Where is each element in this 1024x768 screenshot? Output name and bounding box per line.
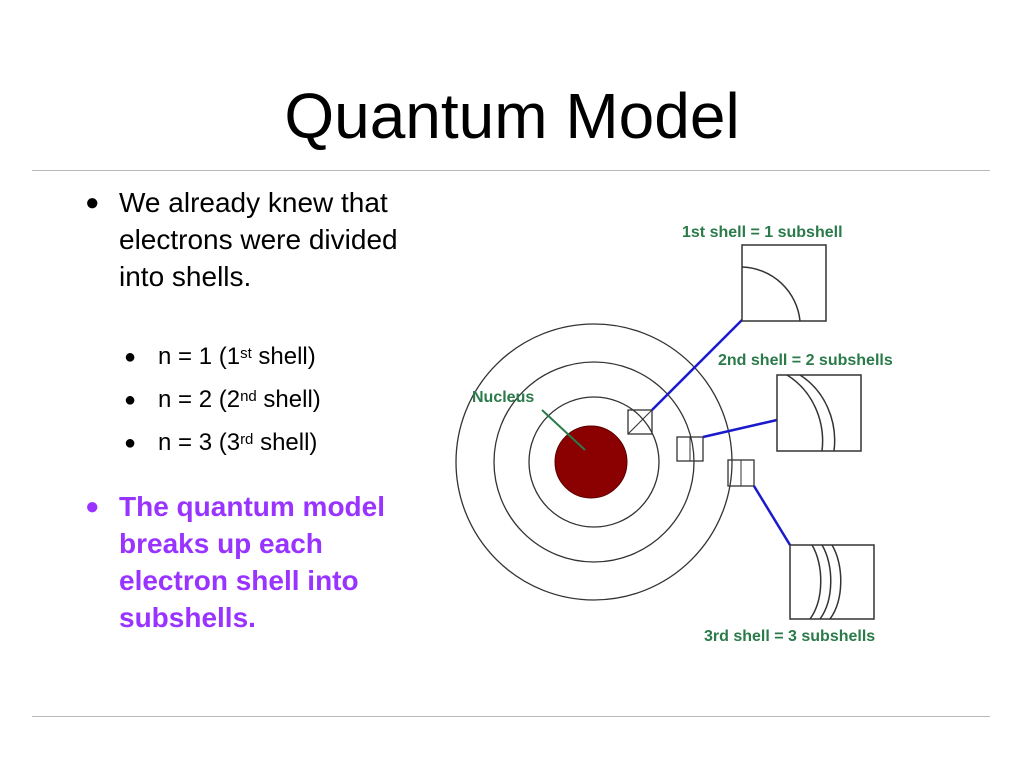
sub-bullet-text: shell): [251, 343, 316, 370]
bullet-dot-icon: ●: [85, 189, 100, 216]
bullet-text: The quantum model breaks up each electro…: [119, 491, 385, 633]
sub-bullet-superscript: st: [240, 345, 252, 362]
shell-1-sample-box: [627, 409, 653, 435]
connector-shell-2: [702, 418, 778, 439]
footer-divider: [32, 716, 990, 717]
shell-2-label: 2nd shell = 2 subshells: [718, 352, 893, 369]
bullet-dot-icon: ●: [124, 432, 137, 454]
sub-bullet-text: n = 3 (3: [158, 429, 241, 456]
bullet-text: We already knew that electrons were divi…: [119, 187, 398, 292]
sub-bullet-text: shell): [256, 386, 321, 413]
nucleus: [554, 425, 628, 499]
bullet-subshells: ● The quantum model breaks up each elect…: [85, 488, 389, 636]
bullet-shells: ● We already knew that electrons were di…: [85, 184, 399, 295]
nucleus-label: Nucleus: [472, 389, 534, 406]
shell-3-ring: [455, 323, 733, 601]
connector-shell-3: [752, 485, 792, 546]
title-divider: [32, 170, 990, 171]
bullet-dot-icon: ●: [124, 389, 137, 411]
shell-3-label: 3rd shell = 3 subshells: [704, 628, 875, 645]
shell-1-ring: [528, 396, 660, 528]
page-title: Quantum Model: [284, 80, 740, 152]
sub-bullet-n1: ● n = 1 (1st shell): [124, 342, 316, 372]
shell-1-zoom-box: [741, 244, 827, 322]
shell-1-label: 1st shell = 1 subshell: [682, 224, 843, 241]
nucleus-pointer: [541, 409, 586, 451]
sub-bullet-text: shell): [253, 429, 318, 456]
bullet-dot-icon: ●: [124, 346, 137, 368]
sub-bullet-n2: ● n = 2 (2nd shell): [124, 385, 321, 415]
bullet-dot-icon: ●: [85, 493, 100, 520]
shell-1-sample-arc: [627, 409, 653, 435]
shell-2-zoom-box: [776, 374, 862, 452]
atom-shell-diagram: Nucleus 1st shell = 1 subshell: [455, 224, 893, 645]
sub-bullet-superscript: rd: [240, 431, 254, 448]
sub-bullet-text: n = 1 (1: [158, 343, 241, 370]
sub-bullet-n3: ● n = 3 (3rd shell): [124, 428, 318, 458]
connector-shell-1: [651, 319, 743, 411]
shell-2-ring: [493, 361, 695, 563]
sub-bullet-superscript: nd: [240, 388, 257, 405]
sub-bullet-text: n = 2 (2: [158, 386, 241, 413]
shell-3-zoom-box: [789, 544, 875, 620]
